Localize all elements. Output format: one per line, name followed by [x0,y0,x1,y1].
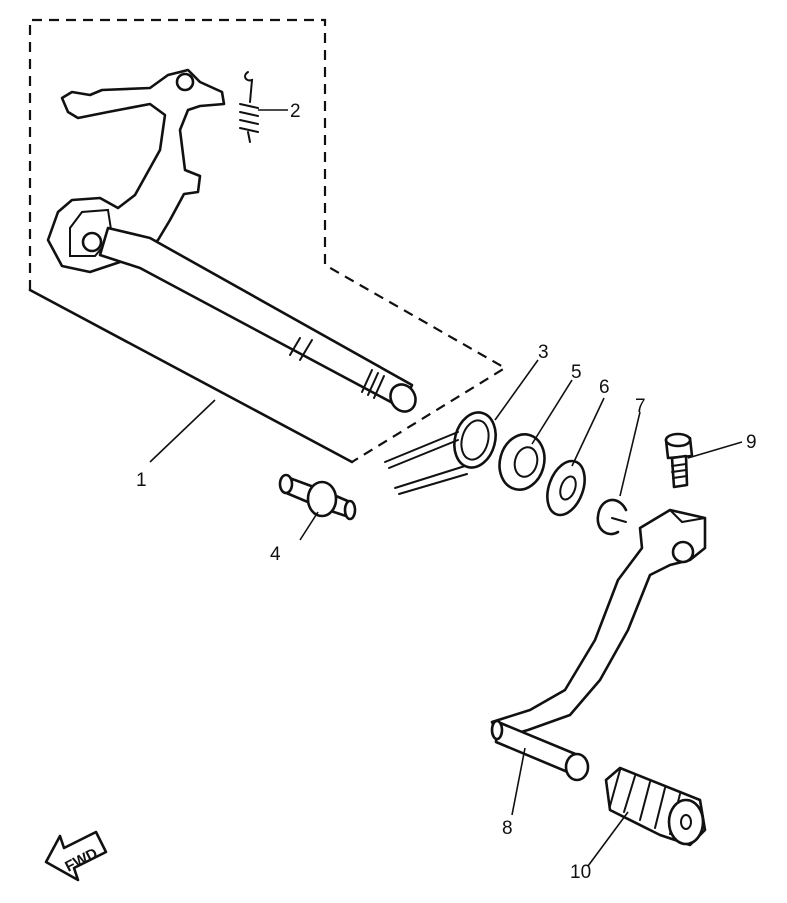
fwd-arrow: FWD [44,830,108,882]
callout-2: 2 [290,101,301,122]
callout-1: 1 [136,470,147,491]
callout-8: 8 [502,818,513,839]
callout-4: 4 [270,544,281,565]
callout-10: 10 [570,862,591,883]
part-6-washer [546,459,586,517]
callout-labels: 1 2 3 4 5 6 7 8 9 10 [136,101,757,883]
callout-9: 9 [746,432,757,453]
callout-6: 6 [599,377,610,398]
callout-3: 3 [538,342,549,363]
part-4-collar [278,473,357,521]
part-3-torsion-spring [384,411,497,495]
part-5-oil-seal [498,433,546,491]
callout-7: 7 [635,396,646,417]
part-7-circlip [596,498,628,536]
part-9-bolt [664,432,694,489]
callout-5: 5 [571,362,582,383]
part-2-spring [239,71,259,143]
part-10-pedal-rubber [604,766,707,847]
assembly-boundary [28,18,508,464]
part-1-shift-shaft [46,68,417,413]
leader-lines [149,109,743,867]
part-8-shift-pedal [490,508,707,782]
